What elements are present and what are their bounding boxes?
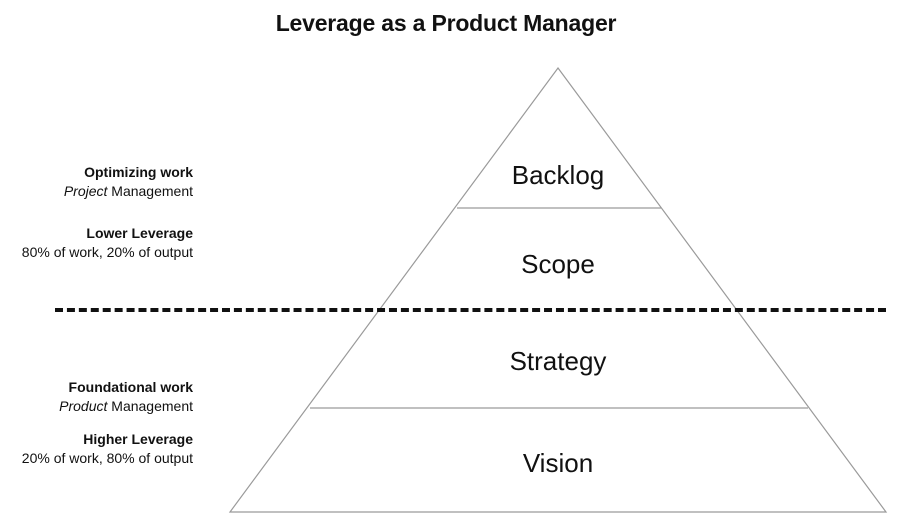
annotation-foundational-work: Foundational work Product Management bbox=[0, 378, 193, 416]
pyramid-tier-scope: Scope bbox=[521, 249, 595, 279]
pyramid-outline bbox=[228, 66, 888, 513]
annotation-higher-leverage: Higher Leverage 20% of work, 80% of outp… bbox=[0, 430, 193, 468]
annotation-lower-leverage: Lower Leverage 80% of work, 20% of outpu… bbox=[0, 224, 193, 262]
annotation-optimizing-emphasis: Project bbox=[63, 183, 108, 199]
annotation-lower-leverage-subtitle: 80% of work, 20% of output bbox=[21, 244, 193, 260]
page-title: Leverage as a Product Manager bbox=[275, 10, 617, 36]
leverage-divider-dashed-line bbox=[55, 308, 886, 312]
annotation-optimizing-heading: Optimizing work bbox=[84, 164, 193, 180]
annotation-optimizing-rest: Management bbox=[107, 183, 193, 199]
pyramid-tier-backlog: Backlog bbox=[511, 160, 605, 190]
annotation-lower-leverage-heading: Lower Leverage bbox=[86, 225, 193, 241]
annotation-foundational-emphasis: Product bbox=[59, 398, 108, 414]
annotation-higher-leverage-heading: Higher Leverage bbox=[83, 431, 193, 447]
annotation-foundational-subtitle: Product Management bbox=[0, 397, 193, 416]
annotation-optimizing-work: Optimizing work Project Management bbox=[0, 163, 193, 201]
annotation-optimizing-subtitle: Project Management bbox=[0, 182, 193, 201]
annotation-higher-leverage-subtitle: 20% of work, 80% of output bbox=[21, 450, 193, 466]
annotation-foundational-rest: Management bbox=[107, 398, 193, 414]
pyramid-tier-strategy: Strategy bbox=[509, 346, 607, 376]
annotation-foundational-heading: Foundational work bbox=[68, 379, 193, 395]
pyramid-tier-vision: Vision bbox=[522, 448, 594, 478]
